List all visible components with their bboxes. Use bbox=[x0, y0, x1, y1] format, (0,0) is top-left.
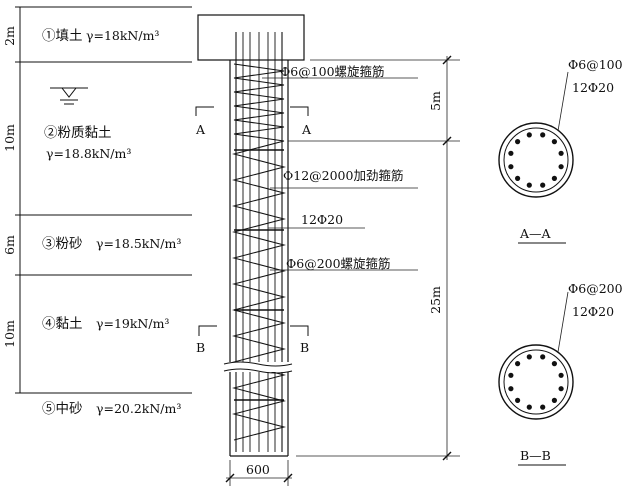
section-a-outer bbox=[498, 122, 574, 198]
pile-cap bbox=[197, 14, 305, 61]
water-table-icon bbox=[50, 87, 88, 105]
section-b-leader bbox=[557, 291, 569, 353]
label-spiral-bottom: Φ6@200螺旋箍筋 bbox=[286, 256, 391, 271]
section-mark-b: B B bbox=[196, 325, 309, 355]
dim-upper-label: 5m bbox=[428, 91, 443, 111]
rebar-dot bbox=[551, 175, 558, 181]
rebar-dot bbox=[508, 372, 514, 378]
rebar-dot bbox=[526, 354, 532, 360]
section-b-bars bbox=[508, 354, 564, 410]
section-a-spiral bbox=[503, 127, 569, 193]
diameter-dimension: 600 bbox=[225, 460, 293, 486]
section-b-b: Φ6@200 12Φ20 B—B bbox=[498, 281, 623, 466]
section-a-right: A bbox=[301, 122, 312, 137]
section-b-stirrup: Φ6@200 bbox=[568, 281, 623, 296]
layer-4-gamma: γ=19kN/m³ bbox=[96, 316, 169, 331]
rebar-dot bbox=[551, 361, 558, 367]
rebar-dot bbox=[515, 361, 521, 367]
layer-1-thickness: 2m bbox=[2, 26, 17, 46]
section-b-left: B bbox=[196, 340, 205, 355]
rebar-dot bbox=[515, 139, 521, 145]
rebar-dot bbox=[540, 182, 546, 188]
layer-2-name: ②粉质黏土 bbox=[44, 125, 112, 141]
rebar-dot bbox=[558, 164, 564, 170]
layer-4-name: ④黏土 bbox=[42, 316, 83, 332]
section-b-title: B—B bbox=[520, 448, 551, 463]
section-b-bars-label: 12Φ20 bbox=[572, 304, 614, 319]
layer-2-gamma: γ=18.8kN/m³ bbox=[46, 146, 131, 161]
layer-5-gamma: γ=20.2kN/m³ bbox=[96, 401, 181, 416]
layer-5-name: ⑤中砂 bbox=[42, 401, 83, 417]
rebar-dot bbox=[551, 397, 558, 403]
section-b-outer bbox=[498, 344, 574, 420]
label-spiral-top: Φ6@100螺旋箍筋 bbox=[280, 64, 385, 79]
rebar-dot bbox=[558, 386, 564, 392]
soil-profile: 2m 10m 6m 10m ①填土 γ=18kN/m³ ②粉质黏土 γ=18.8… bbox=[2, 6, 192, 417]
section-mark-a: A A bbox=[195, 106, 312, 137]
diameter-label: 600 bbox=[246, 462, 270, 477]
rebar-dot bbox=[558, 150, 564, 156]
rebar-dot bbox=[526, 182, 532, 188]
layer-4-thickness: 10m bbox=[2, 320, 17, 348]
rebar-dot bbox=[508, 386, 514, 392]
dim-lower-label: 25m bbox=[428, 286, 443, 314]
section-b-spiral bbox=[503, 349, 569, 415]
section-a-a: Φ6@100 12Φ20 A—A bbox=[498, 57, 623, 244]
pile-elevation: A A B B Φ6@100螺旋箍筋 Φ12@2000加劲箍筋 12Φ20 Φ6… bbox=[195, 14, 460, 486]
rebar-dot bbox=[526, 404, 532, 410]
section-a-bars-label: 12Φ20 bbox=[572, 80, 614, 95]
layer-3-name: ③粉砂 bbox=[42, 236, 83, 252]
rebar-dot bbox=[508, 164, 514, 170]
length-dimension: 5m 25m bbox=[288, 55, 460, 461]
layer-3-thickness: 6m bbox=[2, 235, 17, 255]
rebar-dot bbox=[526, 132, 532, 138]
main-bars bbox=[235, 32, 283, 452]
label-stiffener: Φ12@2000加劲箍筋 bbox=[283, 168, 403, 183]
section-a-leader bbox=[557, 71, 569, 132]
rebar-dot bbox=[558, 372, 564, 378]
layer-1-gamma: γ=18kN/m³ bbox=[86, 28, 159, 43]
rebar-dot bbox=[540, 132, 546, 138]
section-a-left: A bbox=[195, 122, 206, 137]
section-a-title: A—A bbox=[519, 226, 552, 241]
break-symbol bbox=[223, 361, 294, 374]
rebar-dot bbox=[540, 354, 546, 360]
rebar-dot bbox=[551, 139, 558, 145]
layer-3-gamma: γ=18.5kN/m³ bbox=[96, 236, 181, 251]
section-b-right: B bbox=[300, 340, 309, 355]
section-a-stirrup: Φ6@100 bbox=[568, 57, 623, 72]
rebar-dot bbox=[515, 397, 521, 403]
rebar-dot bbox=[515, 175, 521, 181]
rebar-dot bbox=[508, 150, 514, 156]
layer-2-thickness: 10m bbox=[2, 124, 17, 152]
layer-1-name: ①填土 bbox=[42, 28, 83, 44]
section-a-bars bbox=[508, 132, 564, 188]
label-main-bars: 12Φ20 bbox=[301, 212, 343, 227]
rebar-dot bbox=[540, 404, 546, 410]
